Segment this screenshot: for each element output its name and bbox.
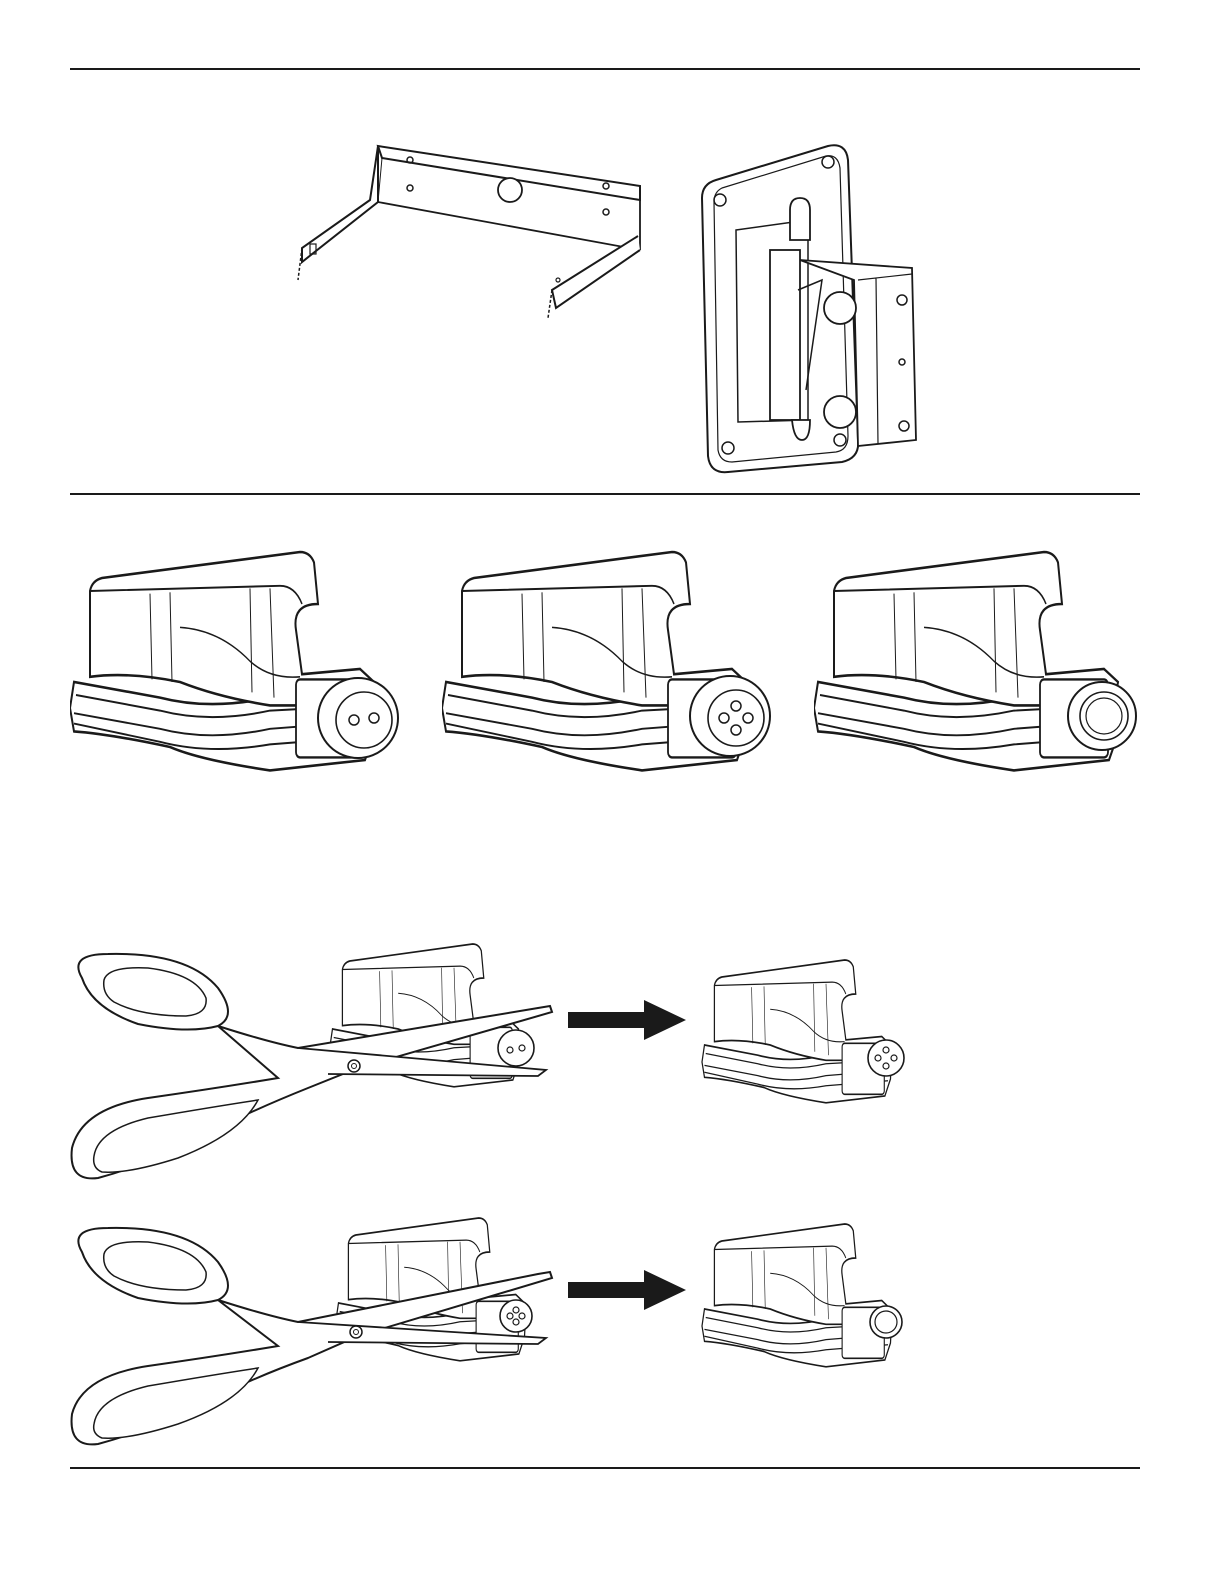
middle-rule (70, 493, 1140, 495)
connector-cover-open-illustration (814, 548, 1144, 780)
top-rule (70, 68, 1140, 70)
connector-cover-2pin-illustration (70, 548, 400, 780)
u-bracket-illustration (290, 140, 650, 330)
bottom-rule (70, 1467, 1140, 1469)
connector-cover-4pin-illustration (442, 548, 772, 780)
scissors-trim-4pin-illustration (68, 1212, 928, 1462)
scissors-trim-2pin-illustration (68, 938, 928, 1198)
wall-mount-illustration (698, 140, 928, 480)
